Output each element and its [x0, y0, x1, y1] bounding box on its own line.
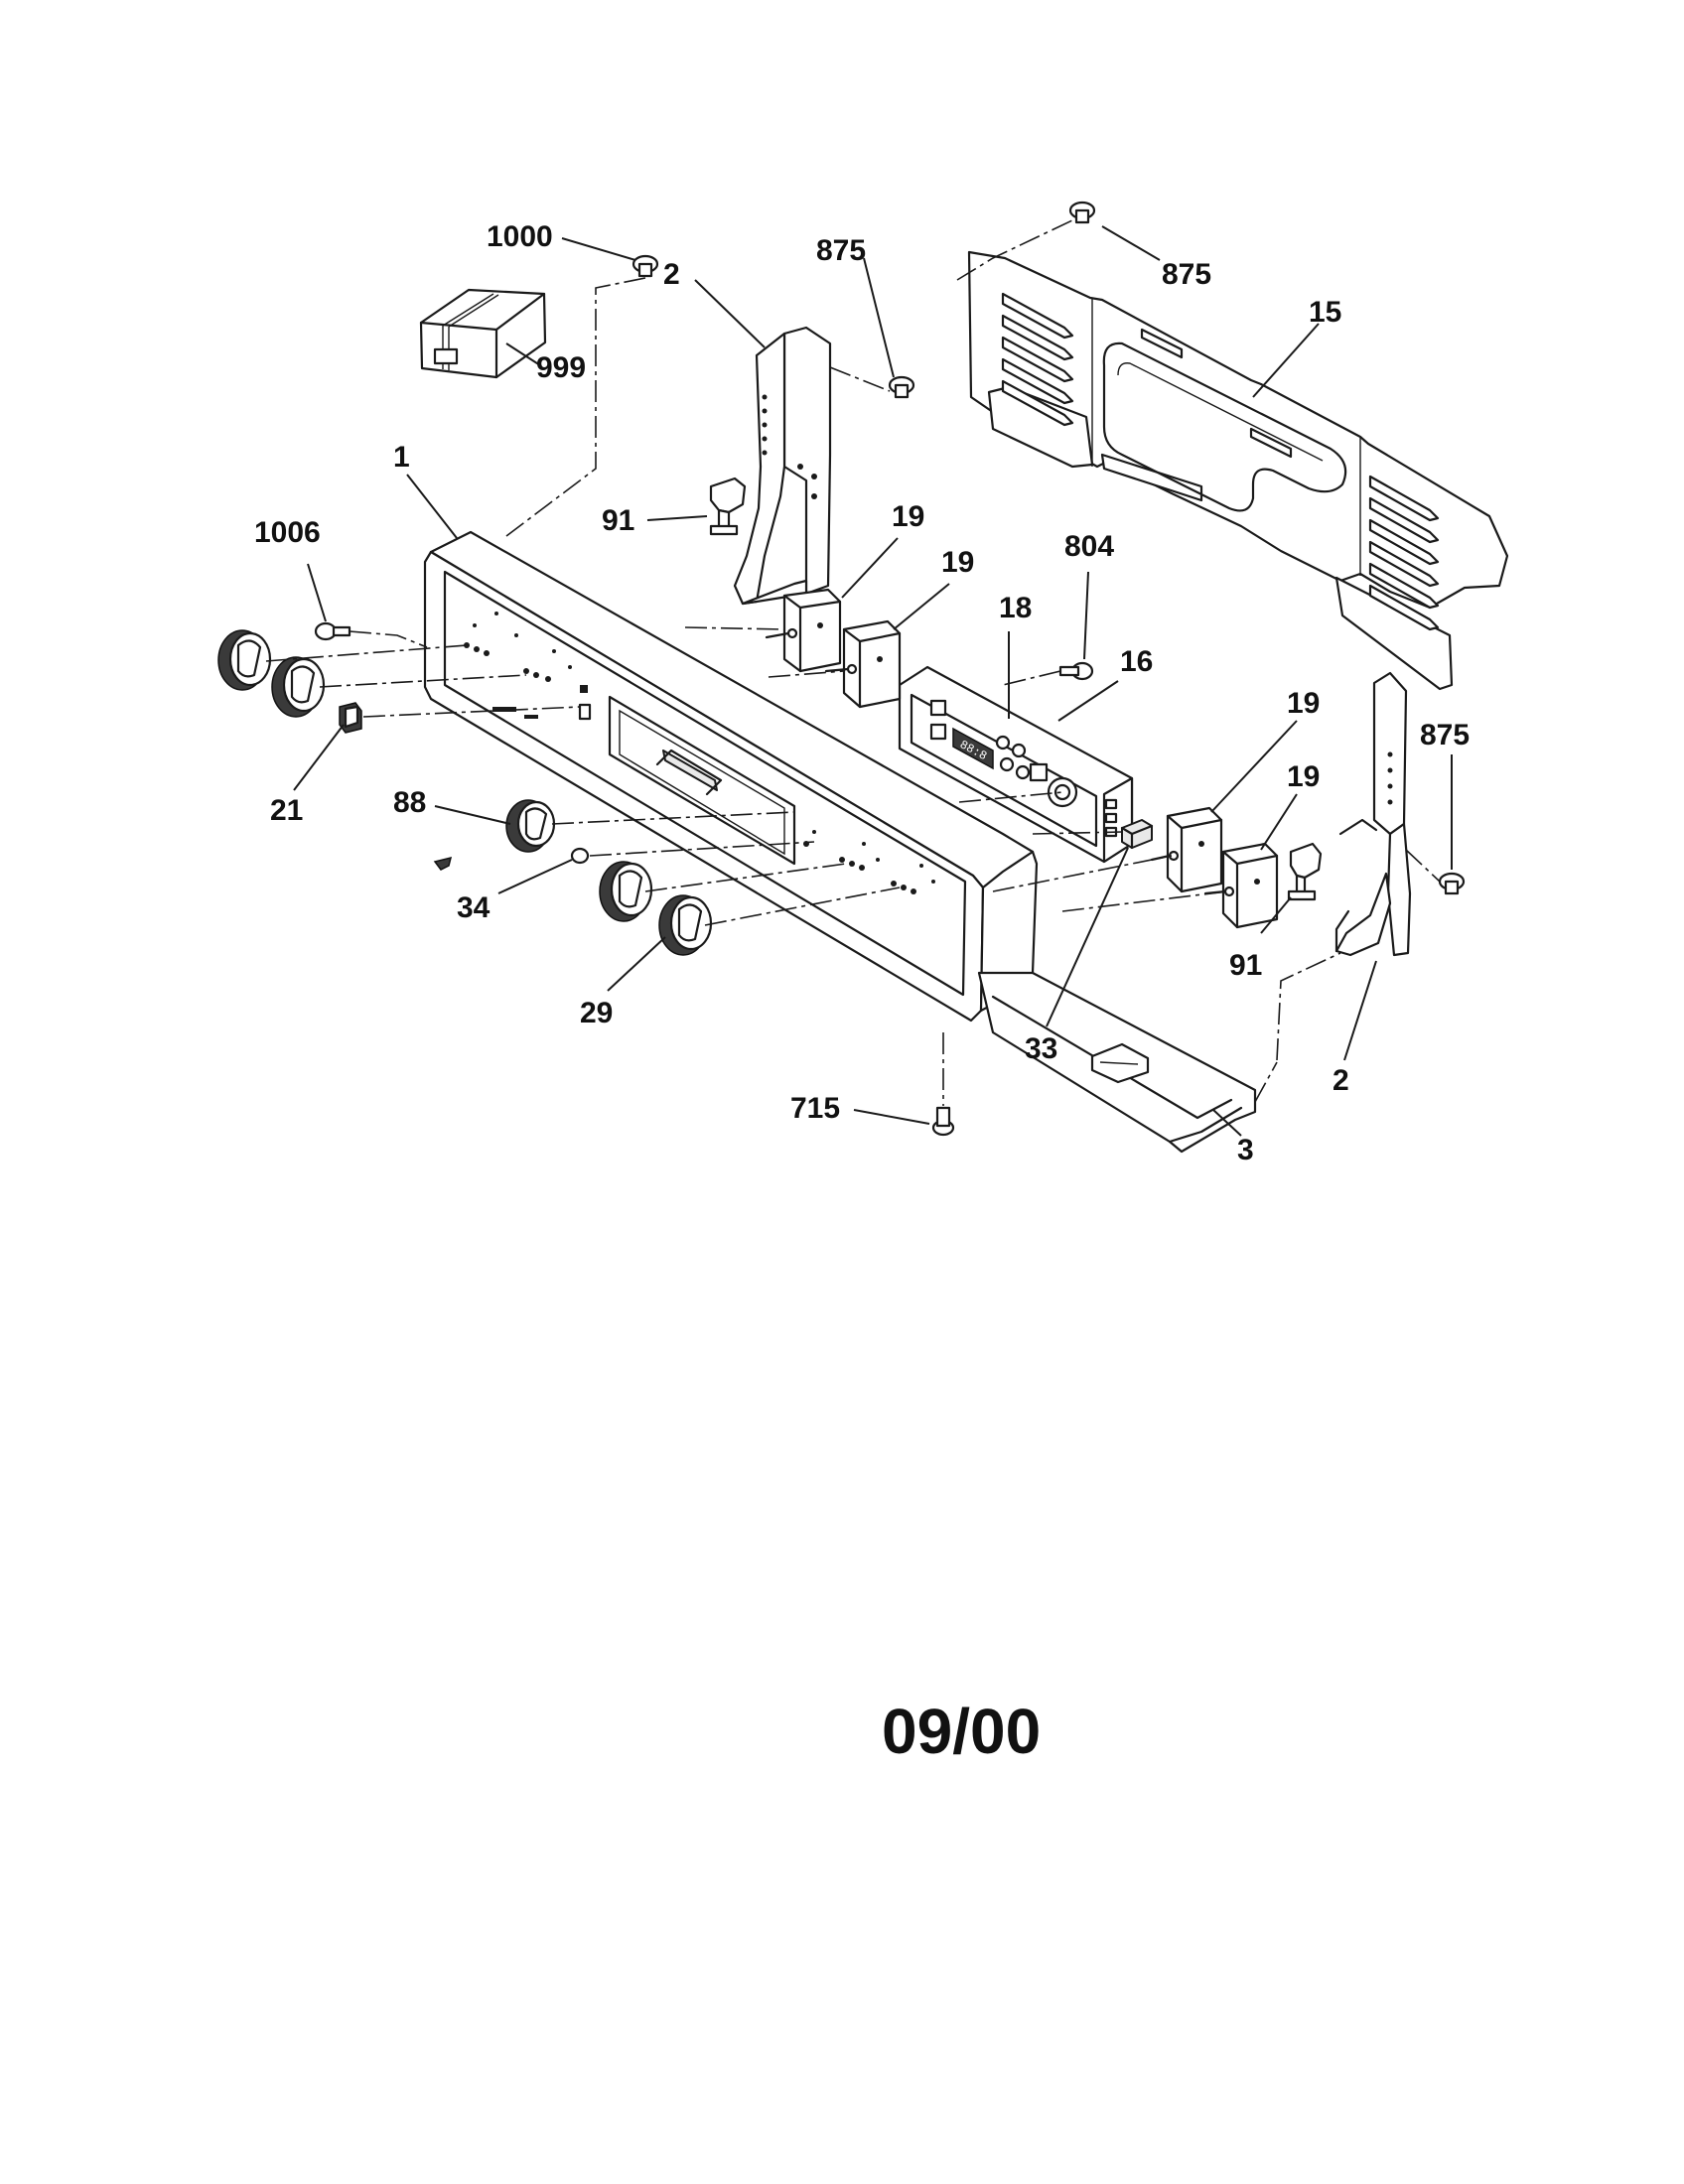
screw-part-875-mid: [888, 375, 915, 399]
assembly-center-lines: [265, 219, 1441, 1106]
rear-cover-part-15: [967, 250, 1509, 691]
screw-part-1000: [632, 254, 659, 278]
callout-33: 33: [1025, 1032, 1057, 1065]
switch-bracket-part-91-b: [1287, 842, 1323, 901]
knob-left-bottom: [271, 656, 326, 718]
lower-trim-part-3: [977, 971, 1257, 1154]
screw-part-1006: [314, 621, 351, 641]
panel-dial-markings-left: [464, 612, 592, 721]
callout-19-c: 19: [1287, 687, 1320, 720]
revision-date: 09/00: [882, 1696, 1041, 1767]
callout-15: 15: [1309, 296, 1341, 329]
side-bracket-left-part-2: [733, 326, 832, 606]
callout-21: 21: [270, 794, 303, 827]
screw-part-875-top: [1068, 201, 1096, 224]
callout-2-top: 2: [663, 258, 680, 291]
callout-1000: 1000: [487, 220, 553, 253]
callout-labels: 1000 2 875 875 15 999 1 91 1006 19 19 80…: [254, 220, 1470, 1166]
callout-999: 999: [536, 351, 586, 384]
push-button-part-21: [339, 702, 362, 734]
small-clip: [433, 856, 453, 871]
callout-715: 715: [790, 1092, 840, 1125]
callout-19-d: 19: [1287, 760, 1320, 793]
callout-29: 29: [580, 997, 613, 1029]
screw-part-715: [931, 1106, 955, 1137]
callout-91-b: 91: [1229, 949, 1262, 982]
infinite-switch-part-19-d: [1203, 842, 1279, 929]
control-panel-part-1: [423, 530, 1039, 1023]
callout-1006: 1006: [254, 516, 321, 549]
oven-knob-part-88: [505, 799, 556, 853]
indicator-light-part-34: [570, 847, 590, 865]
switch-bracket-part-91-a: [709, 477, 747, 536]
callout-88: 88: [393, 786, 426, 819]
knob-right-top-part-29: [599, 861, 653, 922]
screw-part-804: [1058, 661, 1094, 681]
callout-19-a: 19: [892, 500, 924, 533]
rear-cover-right-vents: [1368, 475, 1440, 631]
infinite-switch-part-19-a: [765, 588, 842, 673]
callout-875-c: 875: [1420, 719, 1470, 751]
knob-right-bottom-part-29: [658, 894, 713, 956]
callout-1: 1: [393, 441, 410, 474]
callout-875-a: 875: [816, 234, 866, 267]
callout-18: 18: [999, 592, 1032, 624]
infinite-switch-part-19-b: [824, 619, 902, 709]
shipping-box-part-999: [419, 288, 547, 379]
callout-3: 3: [1237, 1134, 1254, 1166]
callout-19-b: 19: [941, 546, 974, 579]
callout-34: 34: [457, 891, 491, 924]
callout-804: 804: [1064, 530, 1114, 563]
callout-16: 16: [1120, 645, 1153, 678]
electronic-control-part-16: 88:8: [898, 665, 1134, 864]
side-bracket-right-part-2: [1334, 671, 1412, 957]
callout-91-a: 91: [602, 504, 634, 537]
callout-875-b: 875: [1162, 258, 1211, 291]
infinite-switch-part-19-c: [1150, 806, 1223, 893]
knob-left-top: [217, 629, 272, 691]
rear-cover-left-vents: [1001, 292, 1074, 427]
callout-leaders: [293, 225, 1453, 1137]
callout-2-bottom: 2: [1333, 1064, 1349, 1097]
screw-part-875-right: [1438, 872, 1466, 895]
connector-part-33: [1120, 819, 1154, 850]
